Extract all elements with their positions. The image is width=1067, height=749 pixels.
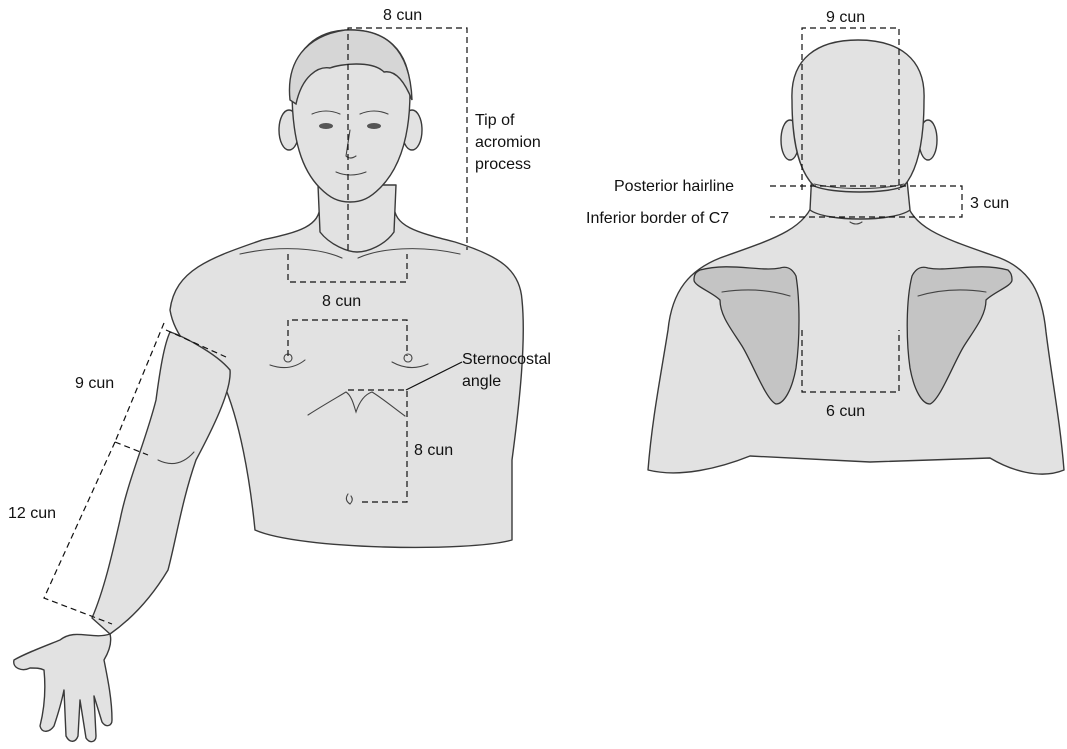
acromion-label-line-3: process bbox=[475, 156, 531, 173]
back-head bbox=[792, 40, 924, 192]
scapula-width-label: 6 cun bbox=[826, 403, 865, 420]
neck-height-label: 3 cun bbox=[970, 195, 1009, 212]
back-torso bbox=[648, 200, 1064, 474]
front-left-hand bbox=[14, 634, 112, 742]
back-head-width-label: 9 cun bbox=[826, 9, 865, 26]
acromion-label-line-1: Tip of bbox=[475, 112, 515, 129]
acromion-label-line-2: acromion bbox=[475, 134, 541, 151]
front-right-eye bbox=[367, 123, 381, 129]
front-head-width-label: 8 cun bbox=[383, 7, 422, 24]
chest-width-label: 8 cun bbox=[322, 293, 361, 310]
front-left-eye bbox=[319, 123, 333, 129]
sternocostal-label-line-2: angle bbox=[462, 373, 501, 390]
posterior-hairline-label: Posterior hairline bbox=[614, 178, 734, 195]
upper-arm-label: 9 cun bbox=[75, 375, 114, 392]
inferior-c7-label: Inferior border of C7 bbox=[586, 210, 729, 227]
forearm-label: 12 cun bbox=[8, 505, 56, 522]
sternocostal-label-line-1: Sternocostal bbox=[462, 351, 551, 368]
sternum-navel-label: 8 cun bbox=[414, 442, 453, 459]
